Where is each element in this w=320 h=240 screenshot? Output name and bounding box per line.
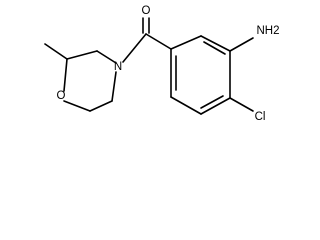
morpholine-oxygen-to-lower-ch2-bond (63, 100, 91, 112)
carbonyl-carbon-to-nitrogen-bond (122, 33, 147, 63)
carbonyl-oxygen-label: O (142, 5, 151, 17)
benzene-bond-2 (200, 35, 231, 52)
aromatic-substituents: NH2 Cl (229, 25, 280, 123)
benzene-inner-double-bond-1 (203, 41, 226, 55)
chemical-structure-diagram: O N O NH2 Cl (44, 5, 280, 123)
amine-label: NH2 (256, 25, 279, 37)
benzene-bond-1 (170, 35, 202, 50)
benzene-bond-4 (200, 97, 231, 115)
benzene-inner-double-bond-2 (200, 95, 224, 109)
morpholine-oxygen-label: O (57, 90, 66, 102)
morpholine-n-to-upper-ch2-bond (96, 50, 117, 64)
morpholine-upper-ch2-to-chme-bond (66, 50, 98, 60)
morpholine-nitrogen-label: N (114, 61, 122, 73)
chlorine-label: Cl (255, 111, 266, 123)
methyl-bond (44, 43, 68, 60)
carbonyl-group: O (122, 5, 172, 63)
amine-bond (229, 37, 254, 52)
morpholine-lower-ch2-to-ch2-bond (89, 100, 113, 112)
morpholine-ring: N O (44, 43, 122, 112)
benzene-ring (170, 35, 231, 115)
morpholine-ch2-to-n-bond (111, 71, 117, 102)
morpholine-chme-to-oxygen-bond (63, 58, 68, 92)
benzene-bond-5 (170, 96, 202, 115)
chlorine-bond (229, 97, 254, 112)
carbonyl-carbon-to-benzene-bond (145, 33, 172, 50)
